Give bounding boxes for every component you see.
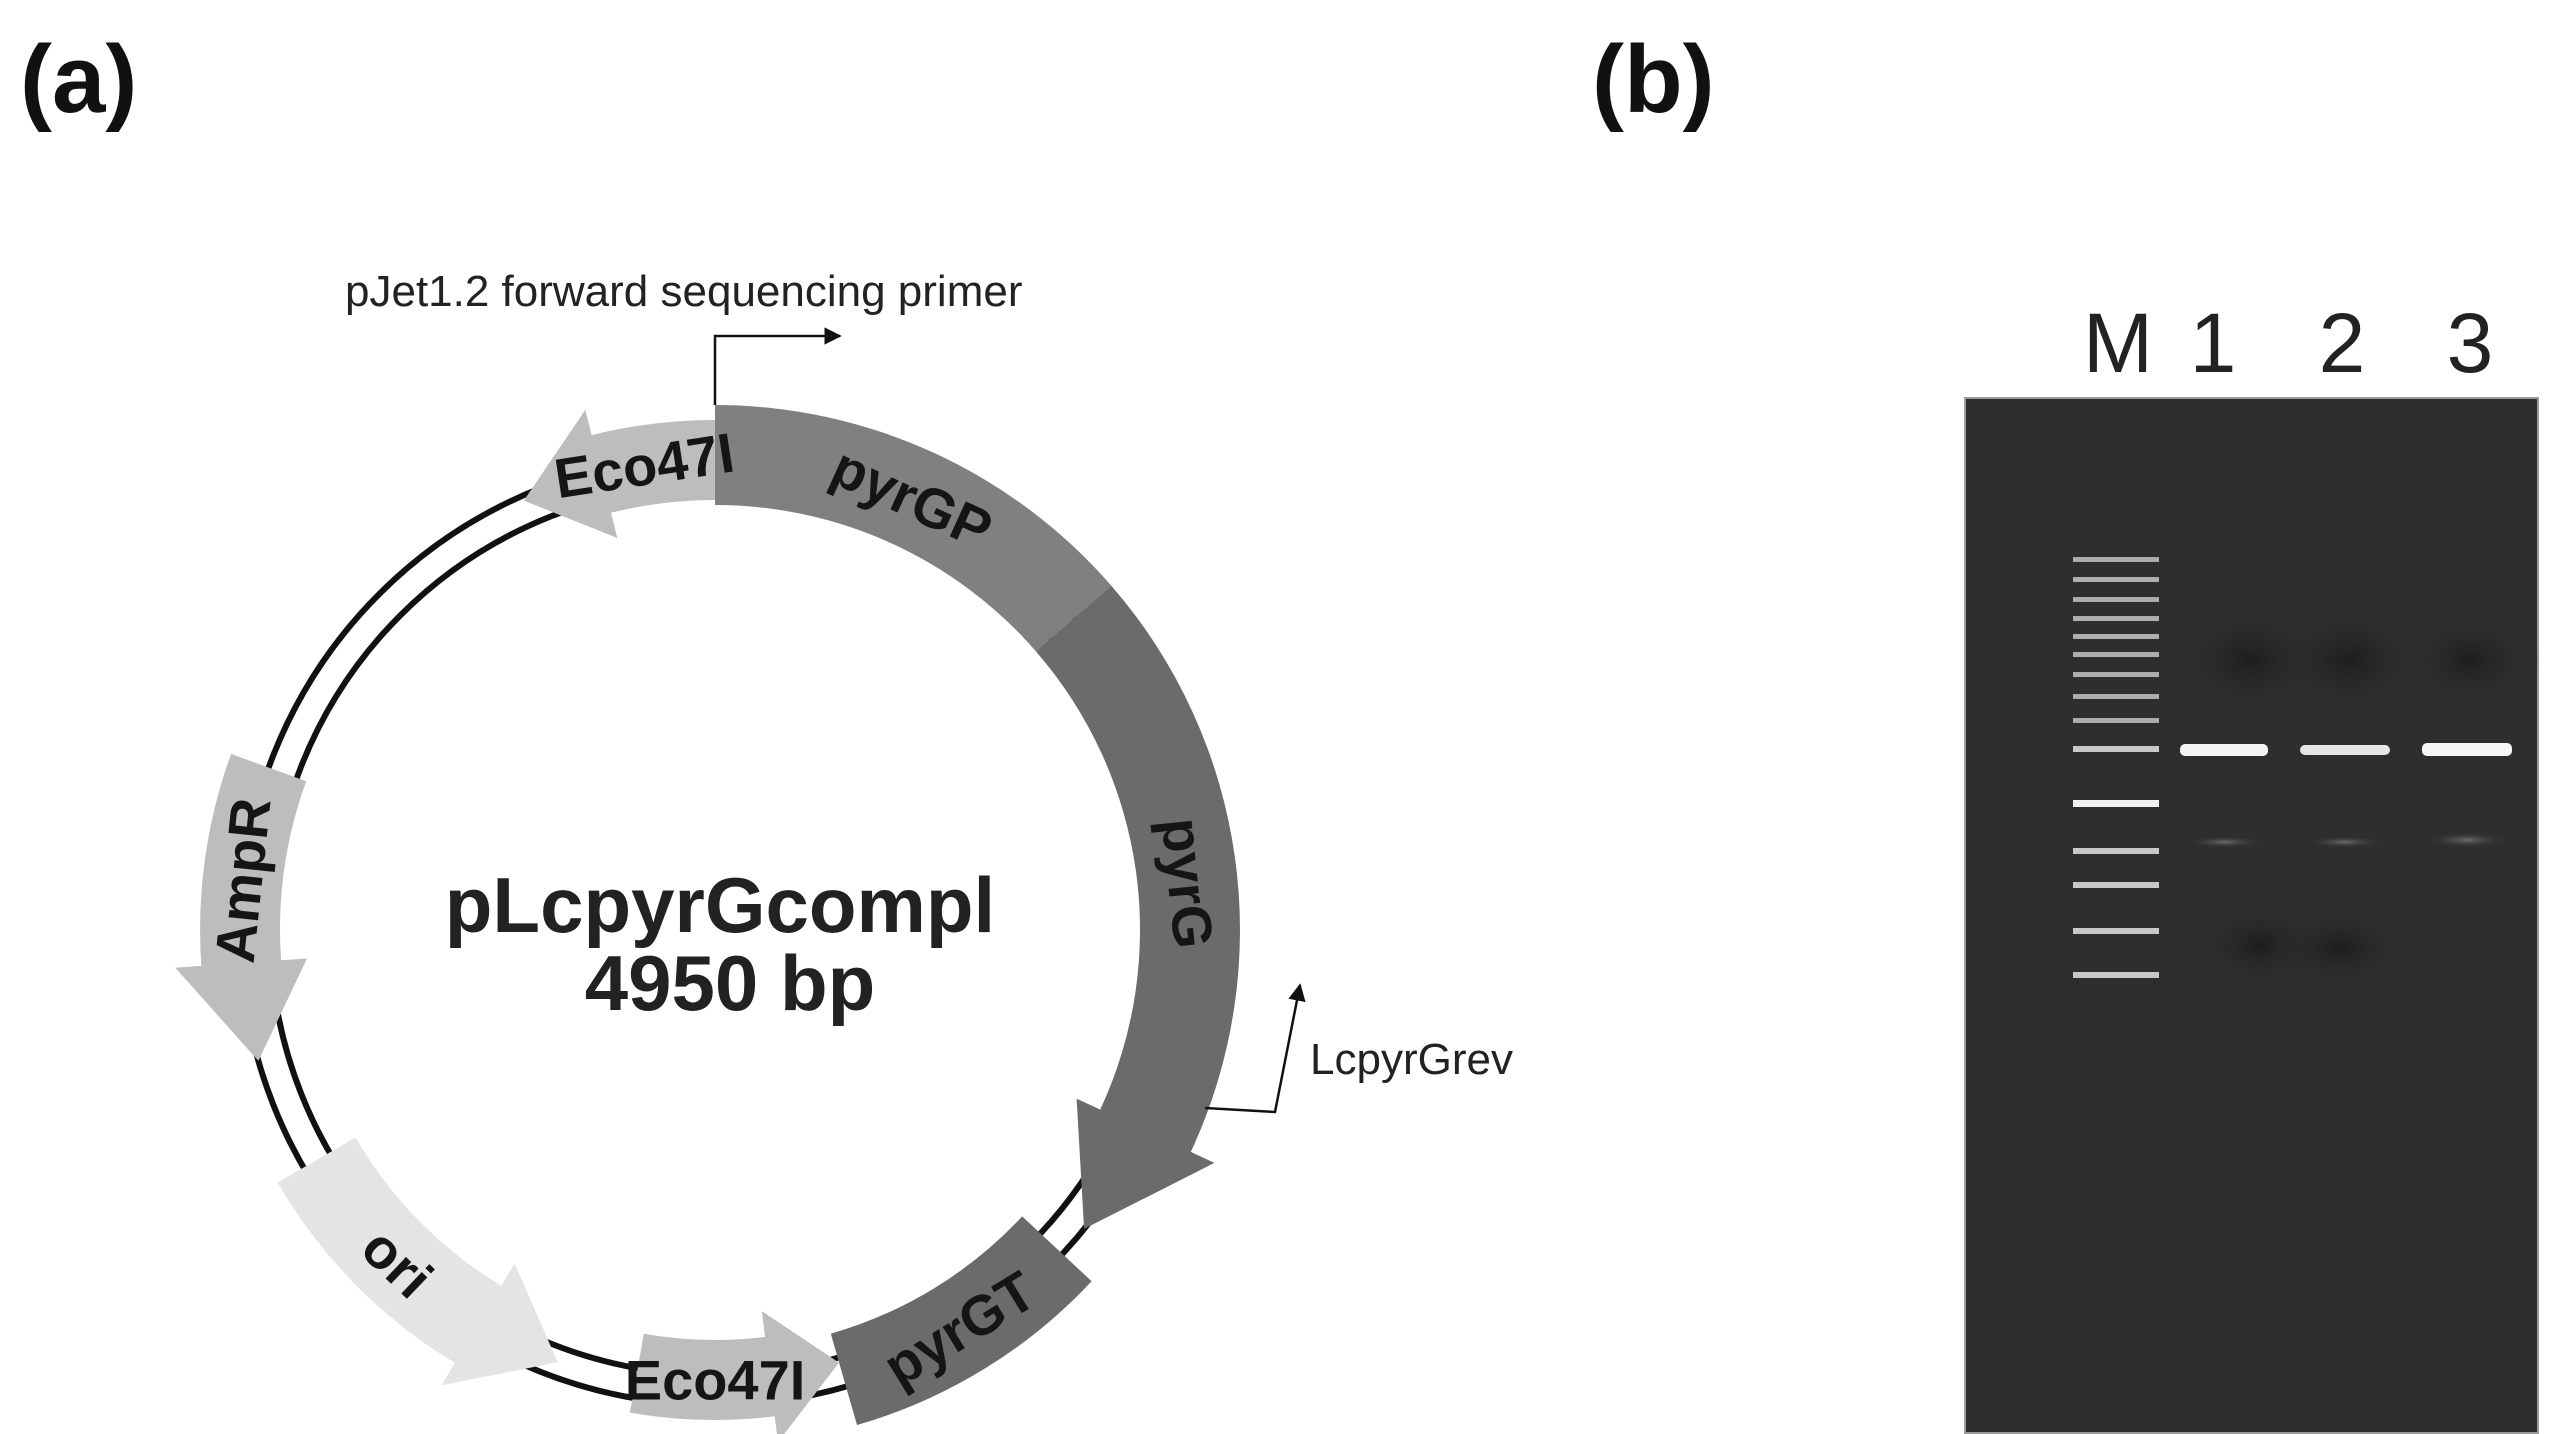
reverse-primer-label: LcpyrGrev <box>1310 1035 1513 1084</box>
ladder-band <box>2073 746 2159 752</box>
forward-primer-arrow <box>713 327 842 405</box>
ladder-band <box>2073 652 2159 657</box>
sample-band-lane-1 <box>2180 744 2268 756</box>
plasmid-size: 4950 bp <box>585 939 875 1027</box>
faint-band <box>2185 836 2265 848</box>
gel-smear <box>2400 610 2540 710</box>
gel-smear <box>2270 903 2410 993</box>
ladder-band <box>2073 597 2159 602</box>
ladder-band <box>2073 718 2159 723</box>
ladder-band <box>2073 634 2159 639</box>
feature-pyrg-label: pyrG <box>1150 815 1226 951</box>
feature-ampr <box>175 753 307 1061</box>
feature-eco47i-top <box>523 409 715 538</box>
panel-label-b: (b) <box>1592 26 1715 133</box>
ladder-band <box>2073 928 2159 934</box>
ladder-band <box>2073 848 2159 854</box>
ladder-band <box>2073 577 2159 582</box>
faint-band <box>2305 836 2385 848</box>
feature-eco47i-bottom <box>629 1311 839 1434</box>
ladder-band <box>2073 972 2159 978</box>
reverse-primer-arrow <box>1204 983 1306 1114</box>
marker-ladder <box>2073 557 2159 978</box>
faint-band <box>2425 832 2509 848</box>
ladder-band <box>2073 557 2159 562</box>
ladder-band <box>2073 800 2159 807</box>
gel-panel: M 1 2 3 <box>1964 296 2540 1434</box>
feature-pyrgp <box>715 405 1112 652</box>
feature-pyrg <box>1035 585 1240 1229</box>
feature-ori <box>277 1137 558 1386</box>
panel-label-a: (a) <box>20 26 137 133</box>
ladder-band <box>2073 882 2159 888</box>
lane-label-3: 3 <box>2447 296 2494 390</box>
ladder-band <box>2073 694 2159 699</box>
sample-band-lane-3 <box>2422 743 2512 756</box>
lane-label-2: 2 <box>2319 296 2366 390</box>
feature-pyrgt <box>830 1216 1092 1425</box>
lane-label-1: 1 <box>2190 296 2237 390</box>
ladder-band <box>2073 616 2159 621</box>
plasmid-name: pLcpyrGcompl <box>445 861 995 949</box>
feature-eco47i-bottom-label: Eco47I <box>625 1349 806 1412</box>
forward-primer-label: pJet1.2 forward sequencing primer <box>345 267 1022 316</box>
lane-label-m: M <box>2083 296 2153 390</box>
gel-smear <box>2270 605 2430 715</box>
ladder-band <box>2073 672 2159 677</box>
sample-band-lane-2 <box>2300 745 2390 755</box>
